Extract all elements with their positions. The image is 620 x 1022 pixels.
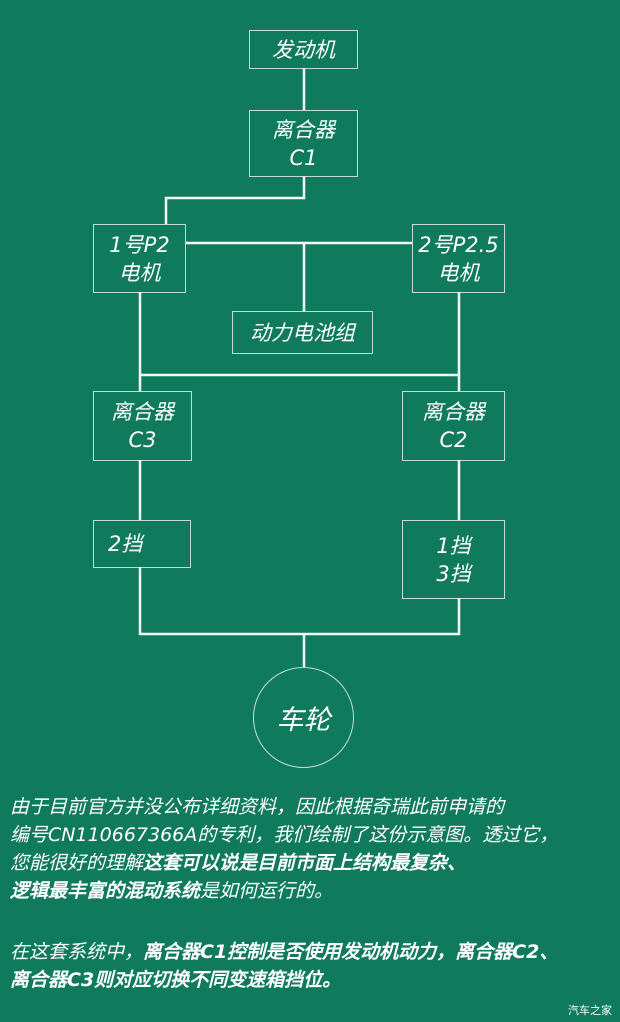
caption-p1-line4b: 是如何运行的。 <box>200 880 334 902</box>
caption-p1-line3a: 您能很好的理解 <box>10 852 144 874</box>
line-c1-motor1 <box>164 176 306 224</box>
wheel-label: 车轮 <box>276 705 331 736</box>
motor-p25-label-line1: 2号P2.5 <box>418 232 499 257</box>
line-gears-bottom <box>138 567 461 636</box>
clutch-c1-box: 离合器 C1 <box>249 110 358 177</box>
motor-p2-box: 1号P2 电机 <box>93 224 186 293</box>
caption-p2-line1a: 在这套系统中， <box>10 941 144 963</box>
clutch-c2-label-line1: 离合器 <box>422 400 485 424</box>
battery-label: 动力电池组 <box>250 320 355 345</box>
clutch-c1-label-line2: C1 <box>289 145 318 170</box>
battery-box: 动力电池组 <box>232 311 373 354</box>
caption-p2-line1b: 离合器C1控制是否使用发动机动力，离合器C2、 <box>143 941 559 963</box>
clutch-c2-box: 离合器 C2 <box>402 391 505 461</box>
engine-box: 发动机 <box>249 30 358 69</box>
clutch-c1-label-line1: 离合器 <box>272 117 335 142</box>
motor-p25-label-line2: 电机 <box>437 260 480 285</box>
caption-paragraph-2: 在这套系统中，离合器C1控制是否使用发动机动力，离合器C2、 离合器C3则对应切… <box>10 938 615 994</box>
clutch-c3-label-line1: 离合器 <box>111 400 174 424</box>
caption-p1-line4a: 逻辑最丰富的混动系统 <box>10 880 201 902</box>
gear-2-box: 2挡 <box>93 520 191 568</box>
motor-p2-label-line2: 电机 <box>118 260 161 285</box>
caption-p1-line3b: 这套可以说是目前市面上结构最复杂、 <box>143 852 467 874</box>
wheel-circle: 车轮 <box>253 667 354 768</box>
clutch-c3-box: 离合器 C3 <box>93 391 192 461</box>
motor-p25-box: 2号P2.5 电机 <box>412 224 505 293</box>
connection-lines <box>138 68 461 667</box>
clutch-c3-label-line2: C3 <box>128 428 157 452</box>
caption-p1-line2: 编号CN110667366A的专利，我们绘制了这份示意图。透过它， <box>10 824 559 846</box>
gear-2-label: 2挡 <box>108 532 143 556</box>
engine-label: 发动机 <box>272 37 335 62</box>
caption-p1-line1: 由于目前官方并没公布详细资料，因此根据奇瑞此前申请的 <box>10 796 505 818</box>
gear-13-box: 1挡 3挡 <box>402 520 505 599</box>
watermark: 汽车之家 <box>568 1004 612 1017</box>
caption-paragraph-1: 由于目前官方并没公布详细资料，因此根据奇瑞此前申请的 编号CN110667366… <box>10 793 615 905</box>
caption-p2-line2: 离合器C3则对应切换不同变速箱挡位。 <box>10 969 342 991</box>
clutch-c2-label-line2: C2 <box>439 428 468 452</box>
gear-13-label-line2: 3挡 <box>436 561 471 586</box>
motor-p2-label-line1: 1号P2 <box>109 232 170 257</box>
gear-13-label-line1: 1挡 <box>436 533 471 558</box>
